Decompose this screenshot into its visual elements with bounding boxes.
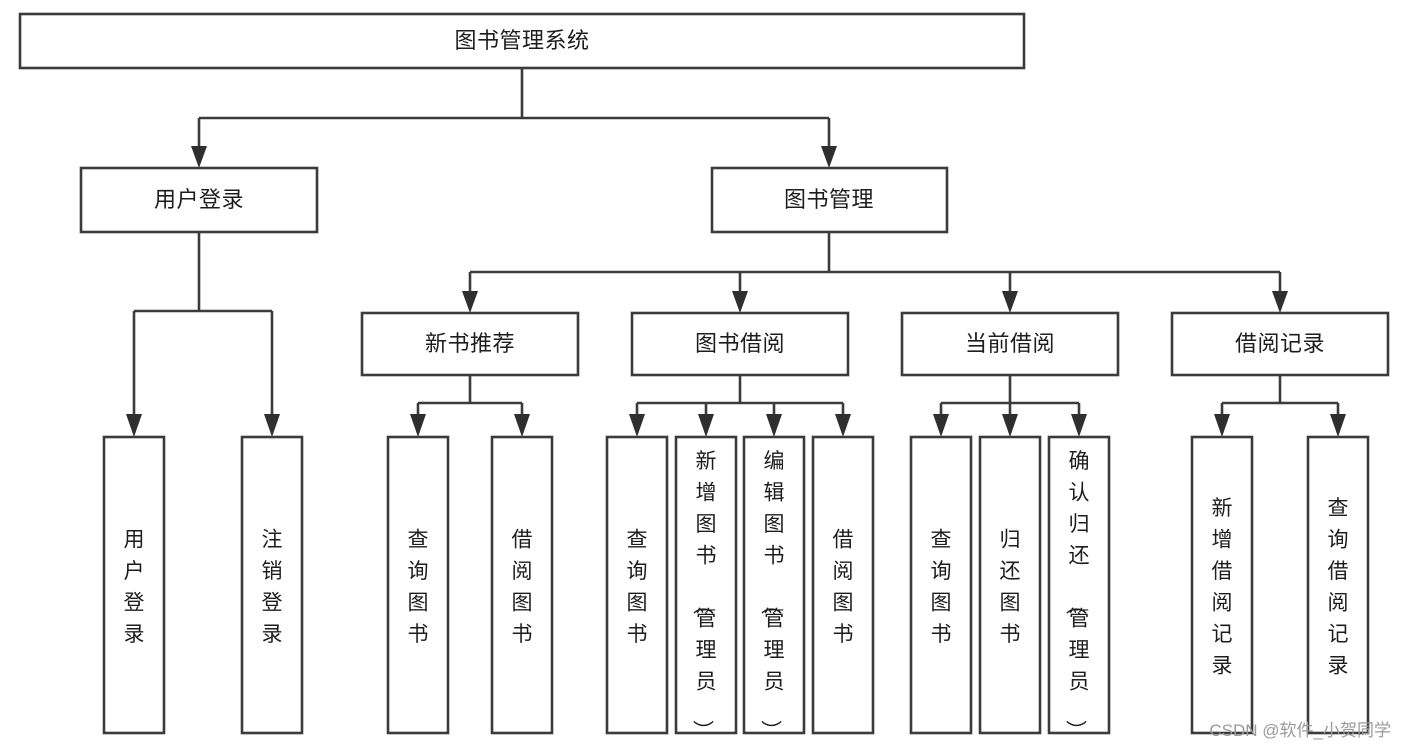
leaf-label-vertical: 查询图书 bbox=[931, 529, 952, 647]
leaf-box bbox=[909, 435, 973, 735]
node-current-borrow[interactable]: 当前借阅 bbox=[900, 311, 1120, 377]
leaf-box bbox=[490, 435, 554, 735]
node-new-book-recommend[interactable]: 新书推荐 bbox=[360, 311, 580, 377]
book-borrow-label: 图书借阅 bbox=[695, 331, 785, 356]
node-user-login[interactable]: 用户登录 bbox=[79, 166, 319, 234]
borrow-record-box bbox=[1170, 311, 1390, 377]
book-borrow-box bbox=[630, 311, 850, 377]
current-borrow-label: 当前借阅 bbox=[965, 331, 1055, 356]
leaf-borrow-record-2[interactable]: 查询借阅记录 bbox=[1306, 435, 1370, 735]
leaf-label-vertical: 查询借阅记录 bbox=[1328, 497, 1349, 678]
leaf-label-vertical: 归还图书 bbox=[1000, 529, 1021, 647]
leaf-current-borrow-2[interactable]: 归还图书 bbox=[978, 435, 1042, 735]
node-book-borrow[interactable]: 图书借阅 bbox=[630, 311, 850, 377]
leaf-new-book-1[interactable]: 查询图书 bbox=[386, 435, 450, 735]
arrow-newbook-leaf-1 bbox=[410, 414, 426, 437]
user-login-box bbox=[79, 166, 319, 234]
arrow-to-current-borrow bbox=[1002, 291, 1018, 313]
arrow-user-login-leaf-1 bbox=[126, 414, 142, 437]
leaf-box bbox=[386, 435, 450, 735]
borrow-record-label: 借阅记录 bbox=[1235, 331, 1325, 356]
arrow-newbook-leaf-2 bbox=[514, 414, 530, 437]
leaf-new-book-2[interactable]: 借阅图书 bbox=[490, 435, 554, 735]
arrow-to-borrow-record bbox=[1272, 291, 1288, 313]
leaf-label-vertical: 新增借阅记录 bbox=[1212, 497, 1233, 678]
leaf-borrow-record-1[interactable]: 新增借阅记录 bbox=[1190, 435, 1254, 735]
leaf-box bbox=[1306, 435, 1370, 735]
leaf-box bbox=[1190, 435, 1254, 735]
current-borrow-box bbox=[900, 311, 1120, 377]
arrow-bb-leaf-3 bbox=[766, 414, 782, 437]
csdn-watermark: CSDN @软件_小贺同学 bbox=[1209, 721, 1391, 740]
leaf-user-login-1[interactable]: 用户登录 bbox=[102, 435, 166, 735]
arrow-to-book-manage bbox=[821, 146, 837, 168]
arrow-cb-leaf-1 bbox=[933, 414, 949, 437]
leaf-label-vertical: 确认归还（管理员） bbox=[1064, 450, 1090, 741]
user-login-label: 用户登录 bbox=[154, 187, 244, 212]
arrow-bb-leaf-4 bbox=[835, 414, 851, 437]
book-management-box bbox=[710, 166, 949, 234]
arrow-to-book-borrow bbox=[732, 291, 748, 313]
leaf-book-borrow-4[interactable]: 借阅图书 bbox=[811, 435, 875, 735]
leaf-label-vertical: 查询图书 bbox=[408, 529, 429, 647]
leaf-book-borrow-2[interactable]: 新增图书（管理员） bbox=[674, 435, 738, 741]
arrow-br-leaf-2 bbox=[1330, 414, 1346, 437]
node-book-management[interactable]: 图书管理 bbox=[710, 166, 949, 234]
leaf-label-vertical: 借阅图书 bbox=[833, 529, 854, 647]
leaf-user-login-2[interactable]: 注销登录 bbox=[240, 435, 304, 735]
node-root-book-management-system[interactable]: 图书管理系统 bbox=[18, 12, 1026, 70]
leaf-box bbox=[811, 435, 875, 735]
root-label: 图书管理系统 bbox=[454, 28, 589, 53]
leaf-box bbox=[1047, 435, 1111, 735]
arrow-to-user-login bbox=[191, 146, 207, 168]
leaf-label-vertical: 借阅图书 bbox=[512, 529, 533, 647]
arrow-user-login-leaf-2 bbox=[264, 414, 280, 437]
leaf-current-borrow-3[interactable]: 确认归还（管理员） bbox=[1047, 435, 1111, 741]
leaf-box bbox=[102, 435, 166, 735]
leaf-current-borrow-1[interactable]: 查询图书 bbox=[909, 435, 973, 735]
leaf-box bbox=[742, 435, 806, 735]
leaf-box bbox=[240, 435, 304, 735]
leaf-label-vertical: 查询图书 bbox=[627, 529, 648, 647]
arrow-bb-leaf-1 bbox=[629, 414, 645, 437]
node-borrow-record[interactable]: 借阅记录 bbox=[1170, 311, 1390, 377]
root-box bbox=[18, 12, 1026, 70]
leaf-box bbox=[978, 435, 1042, 735]
leaf-box bbox=[674, 435, 738, 735]
leaf-book-borrow-3[interactable]: 编辑图书（管理员） bbox=[742, 435, 806, 741]
arrow-bb-leaf-2 bbox=[698, 414, 714, 437]
arrow-cb-leaf-3 bbox=[1071, 414, 1087, 437]
new-book-recommend-label: 新书推荐 bbox=[425, 331, 515, 356]
arrow-to-new-book bbox=[462, 291, 478, 313]
arrow-br-leaf-1 bbox=[1214, 414, 1230, 437]
leaf-label-vertical: 编辑图书（管理员） bbox=[759, 450, 785, 741]
arrow-cb-leaf-2 bbox=[1002, 414, 1018, 437]
leaf-label-vertical: 注销登录 bbox=[262, 529, 283, 647]
leaf-book-borrow-1[interactable]: 查询图书 bbox=[605, 435, 669, 735]
connector-layer bbox=[126, 68, 1346, 437]
leaf-label-vertical: 用户登录 bbox=[124, 529, 145, 647]
leaf-label-vertical: 新增图书（管理员） bbox=[691, 450, 717, 741]
new-book-recommend-box bbox=[360, 311, 580, 377]
book-management-label: 图书管理 bbox=[784, 187, 874, 212]
leaf-box bbox=[605, 435, 669, 735]
